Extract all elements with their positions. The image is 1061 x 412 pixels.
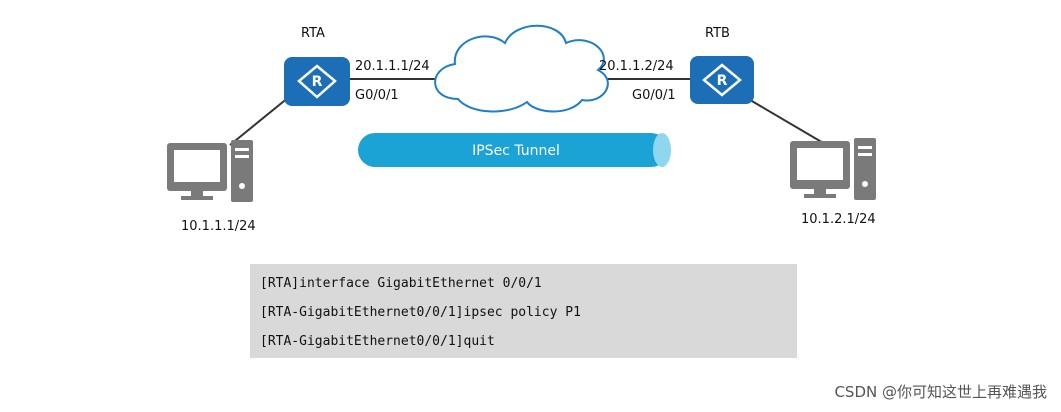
command-line-3: [RTA-GigabitEthernet0/0/1]quit <box>260 334 495 349</box>
watermark: CSDN @你可知这世上再难遇我 <box>834 383 1047 401</box>
pc-right-icon <box>790 138 876 200</box>
router-rtb-icon: R <box>690 56 754 104</box>
cloud-icon <box>434 24 609 113</box>
ipsec-tunnel <box>358 133 671 167</box>
pc-right-ip-label: 10.1.2.1/24 <box>801 212 876 227</box>
router-rta-icon: R <box>284 57 350 106</box>
link-rtb-pc-right <box>744 96 826 145</box>
rtb-interface-label: G0/0/1 <box>632 88 676 103</box>
pc-left-icon <box>167 140 253 202</box>
rta-ip-label: 20.1.1.1/24 <box>355 59 430 74</box>
command-line-1: [RTA]interface GigabitEthernet 0/0/1 <box>260 276 542 291</box>
rta-interface-label: G0/0/1 <box>355 88 399 103</box>
link-rta-pc-left <box>229 96 290 146</box>
rtb-name-label: RTB <box>705 26 730 41</box>
rtb-ip-label: 20.1.1.2/24 <box>599 59 674 74</box>
svg-text:R: R <box>717 73 728 89</box>
svg-text:R: R <box>312 74 323 90</box>
command-line-2: [RTA-GigabitEthernet0/0/1]ipsec policy P… <box>260 305 581 320</box>
rta-name-label: RTA <box>301 26 325 41</box>
command-block: [RTA]interface GigabitEthernet 0/0/1 [RT… <box>250 264 797 358</box>
tunnel-label: IPSec Tunnel <box>472 143 560 159</box>
pc-left-ip-label: 10.1.1.1/24 <box>181 219 256 234</box>
